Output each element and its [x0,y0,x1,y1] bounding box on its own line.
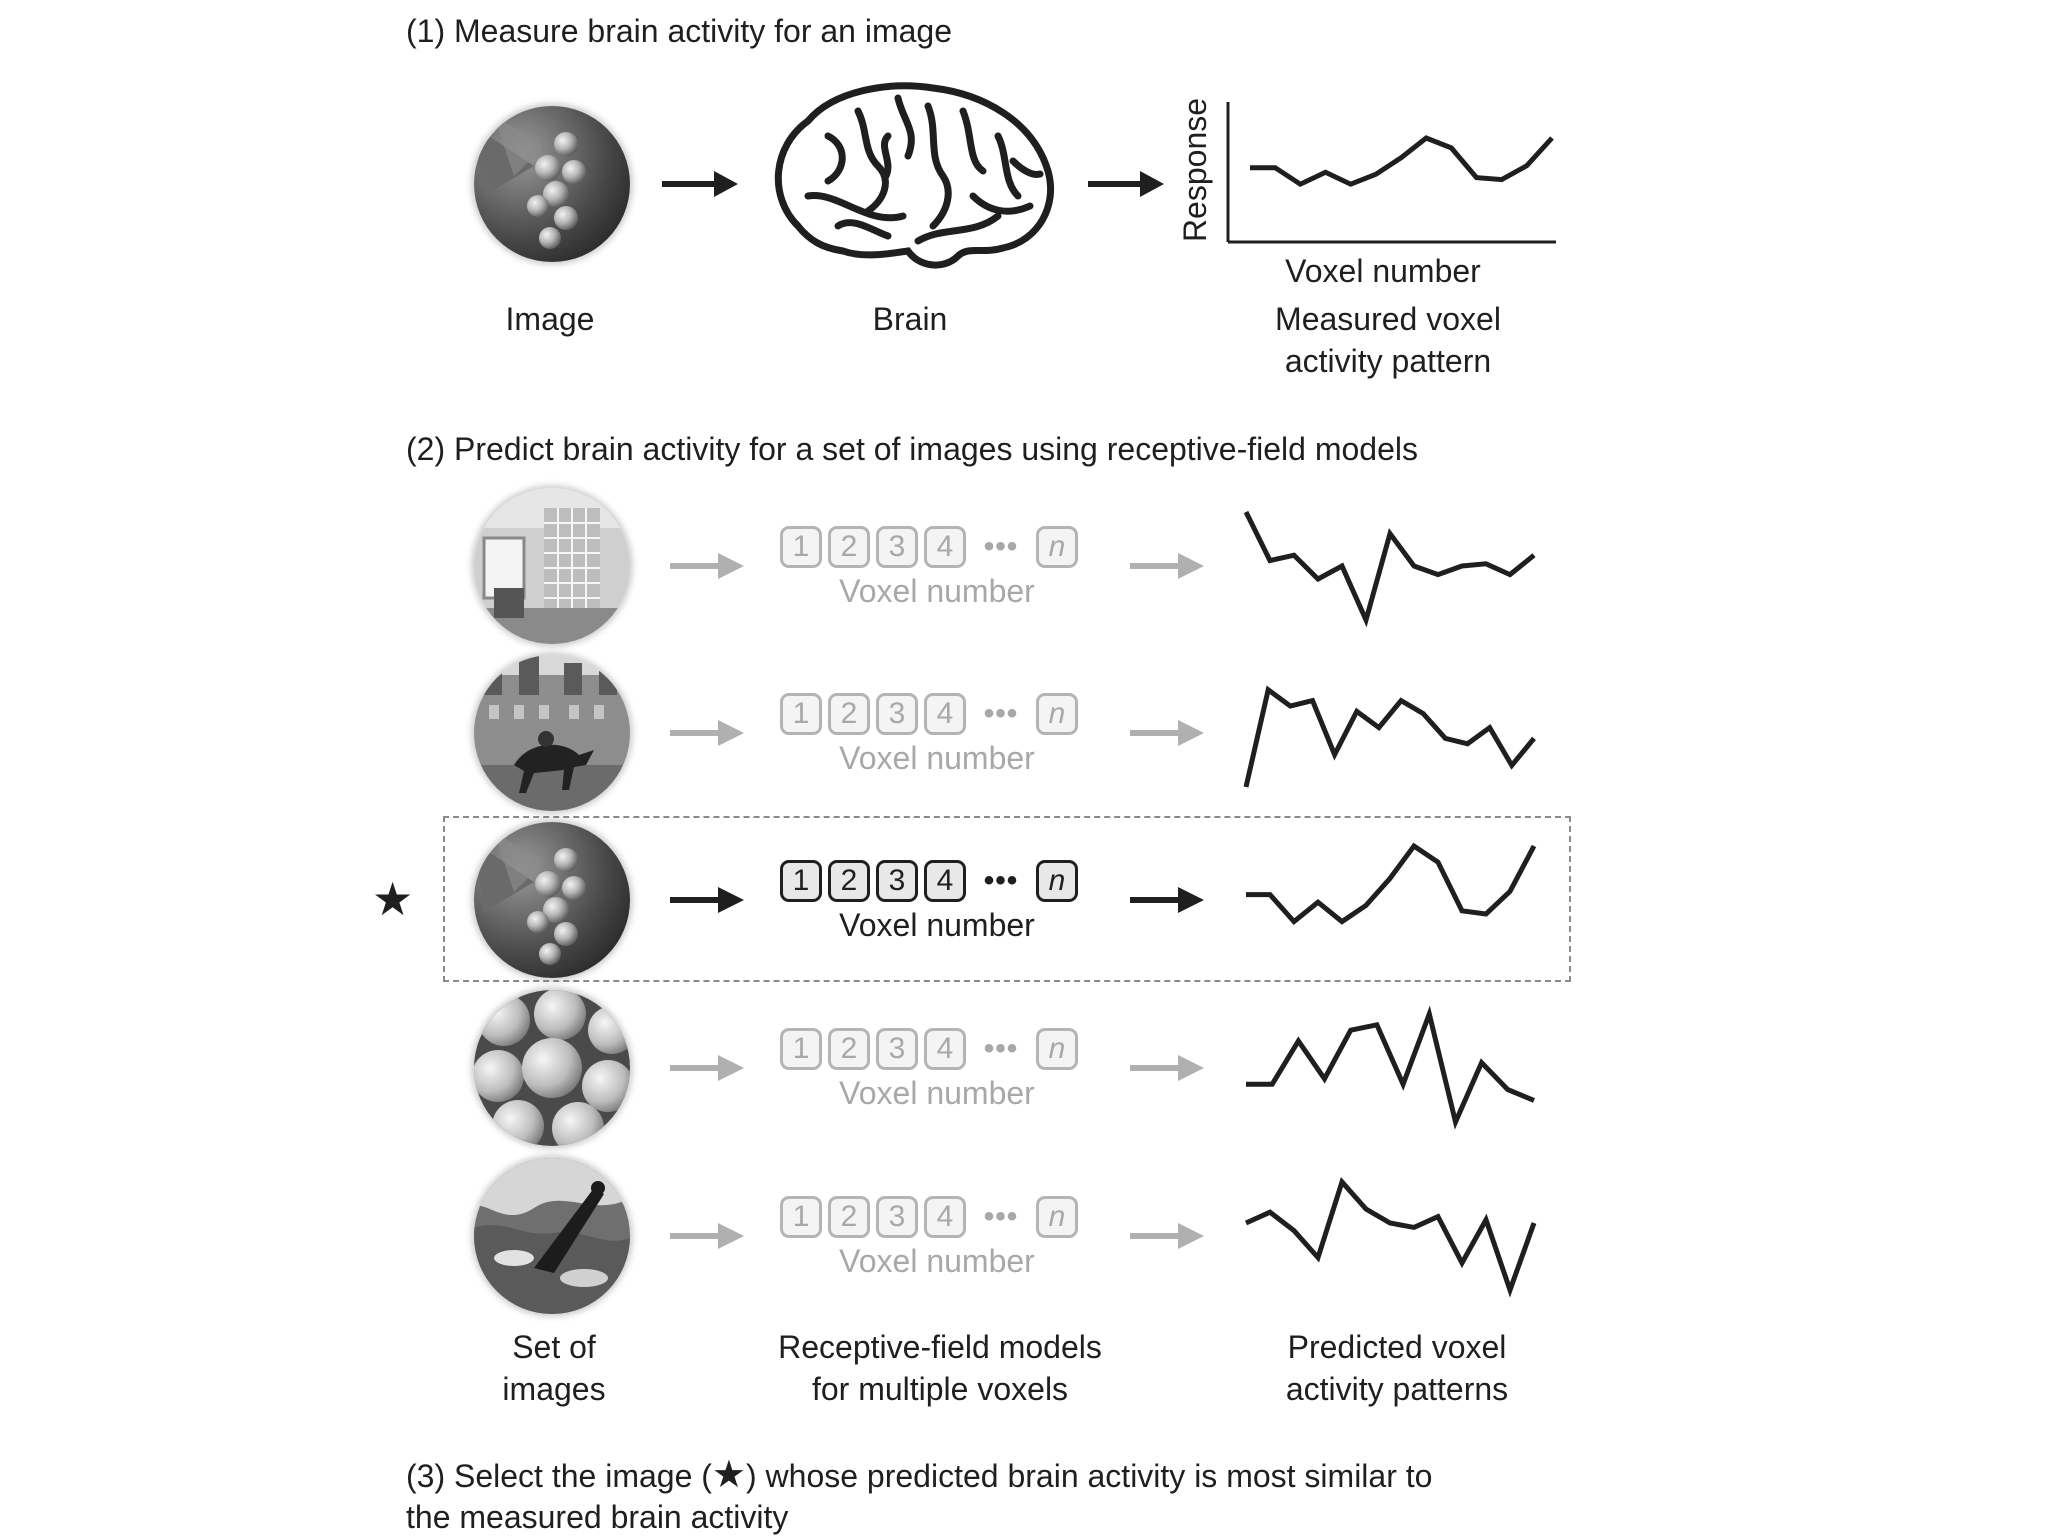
brain-icon [774,82,1055,269]
image-label: Image [505,301,595,337]
arrow-right-icon [1130,720,1204,746]
voxel-box: 1 [780,693,822,735]
voxel-box: 2 [828,1028,870,1070]
arrow-right-icon [1130,1055,1204,1081]
y-axis-label: Response [1180,98,1213,242]
row-image-citrus [474,990,630,1146]
voxel-number-caption: Voxel number [839,907,1035,943]
measured-image [474,106,630,262]
voxel-box: 2 [828,526,870,568]
arrow-right-icon [1130,887,1204,913]
voxel-box-n: n [1036,1196,1078,1238]
star-icon: ★ [711,1454,746,1496]
selected-row-highlight [443,816,1571,982]
voxel-box: 3 [876,526,918,568]
voxel-box: 2 [828,693,870,735]
voxel-number-caption: Voxel number [839,573,1035,609]
set-of-images-label: Set of images [502,1329,606,1407]
step3-heading: (3) Select the image (★) whose predicted… [406,1454,1433,1496]
row-image-bird-water [474,1158,630,1314]
brain-label: Brain [872,301,948,337]
ellipsis: ••• [983,697,1019,730]
receptive-field-models-label: Receptive-field models for multiple voxe… [778,1329,1102,1407]
voxel-box-n: n [1036,860,1078,902]
voxel-box: 1 [780,526,822,568]
measured-pattern-label: Measured voxel activity pattern [1275,301,1501,379]
voxel-box: 1 [780,860,822,902]
voxel-box-n: n [1036,1028,1078,1070]
predicted-series-line [1243,685,1536,788]
row-image-room [474,488,630,644]
voxel-box: 1 [780,1028,822,1070]
arrow-right-icon [670,553,744,579]
predicted-activity-chart [1246,842,1537,926]
step1-heading: (1) Measure brain activity for an image [406,13,952,49]
arrow-right-icon [1088,171,1164,197]
voxel-box: 4 [924,1196,966,1238]
voxel-box: 4 [924,1028,966,1070]
voxel-box: 1 [780,1196,822,1238]
step2-heading: (2) Predict brain activity for a set of … [406,431,1418,467]
predicted-series-line [1243,510,1536,628]
arrow-right-icon [670,1055,744,1081]
predicted-series-line [1244,1177,1537,1298]
voxel-box: 2 [828,1196,870,1238]
voxel-box: 3 [876,1028,918,1070]
voxel-box: 2 [828,860,870,902]
arrow-right-icon [670,720,744,746]
predicted-series-line [1246,1006,1535,1130]
voxel-box-n: n [1036,693,1078,735]
ellipsis: ••• [983,1032,1019,1065]
row-image-grapes [474,822,630,978]
measured-series-line [1250,135,1554,188]
voxel-number-caption: Voxel number [839,1075,1035,1111]
voxel-box: 4 [924,860,966,902]
voxel-box: 4 [924,693,966,735]
arrow-right-icon [670,1223,744,1249]
measured-activity-chart: Response [1180,98,1556,244]
arrow-right-icon [1130,1223,1204,1249]
predicted-activity-chart [1244,1177,1537,1298]
predicted-series-line [1246,842,1537,926]
predicted-activity-chart [1243,510,1536,628]
voxel-box: 4 [924,526,966,568]
row-image-castle-horse [474,655,630,811]
voxel-number-caption: Voxel number [839,740,1035,776]
voxel-number-caption: Voxel number [839,1243,1035,1279]
voxel-box: 3 [876,860,918,902]
ellipsis: ••• [983,864,1019,897]
ellipsis: ••• [983,1200,1019,1233]
voxel-box: 3 [876,693,918,735]
predicted-patterns-label: Predicted voxel activity patterns [1285,1329,1509,1407]
predicted-activity-chart [1246,1006,1535,1130]
arrow-right-icon [662,171,738,197]
star-icon: ★ [372,873,414,925]
ellipsis: ••• [983,530,1019,563]
step3-heading-line2: the measured brain activity [406,1499,789,1535]
voxel-box-n: n [1036,526,1078,568]
arrow-right-icon [1130,553,1204,579]
voxel-box: 3 [876,1196,918,1238]
predicted-activity-chart [1243,685,1536,788]
x-axis-label: Voxel number [1285,253,1481,289]
arrow-right-icon [670,887,744,913]
